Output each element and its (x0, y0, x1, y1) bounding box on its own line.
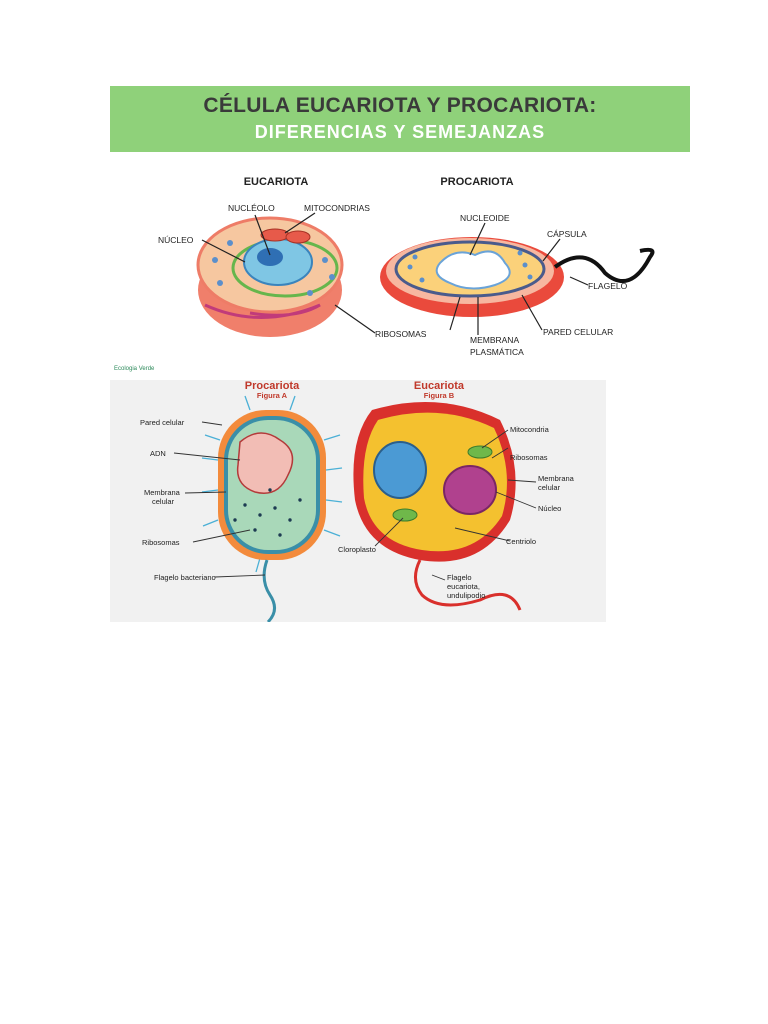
logo-line-1: Ecologia (114, 366, 138, 372)
prokaryote-ribosome-dots (407, 250, 533, 283)
figure-a-label: Figura A (257, 391, 288, 400)
bottom-leader-lines (173, 421, 537, 581)
bottom-labels: Pared celular ADN Membrana celular Ribos… (140, 418, 575, 600)
prokaryote-cell-illustration (380, 237, 655, 317)
figure-b-label: Figura B (424, 391, 455, 400)
label-flagelo: FLAGELO (588, 281, 628, 291)
label-nucleo: NÚCLEO (158, 235, 194, 245)
label-membrana-a2: celular (152, 497, 175, 506)
label-membrana-b1: Membrana (538, 474, 575, 483)
cell-comparison-diagram: EUCARIOTA PROCARIOTA NUCLÉOLO MITOCONDRI… (158, 176, 655, 357)
label-cloroplasto: Cloroplasto (338, 545, 376, 554)
pili (201, 395, 343, 573)
banner-title: CÉLULA EUCARIOTA Y PROCARIOTA: (203, 94, 597, 117)
label-pared: Pared celular (140, 418, 185, 427)
label-flagelo-b3: undulipodio (447, 591, 485, 600)
mitochondrion (285, 230, 311, 244)
label-flagelo-b1: Flagelo (447, 573, 472, 582)
title-banner: CÉLULA EUCARIOTA Y PROCARIOTA: DIFERENCI… (110, 86, 690, 152)
mitochondrion (260, 228, 290, 242)
label-membrana-a1: Membrana (144, 488, 181, 497)
nucleolus (257, 248, 283, 266)
ecologia-verde-logo: Ecologia Verde (114, 366, 154, 372)
label-membrana-b2: celular (538, 483, 561, 492)
label-pared-celular: PARED CELULAR (543, 327, 613, 337)
detailed-cell-diagram: Procariota Figura A Eucariota Figura B P… (110, 380, 606, 622)
logo-line-2: Verde (138, 366, 155, 372)
label-ribosomas: RIBOSOMAS (375, 329, 427, 339)
label-nucleoide: NUCLEOIDE (460, 213, 510, 223)
label-flagelo-b2: eucariota, (447, 582, 480, 591)
eukaryote-heading: EUCARIOTA (244, 176, 309, 188)
dna-region (236, 432, 294, 494)
banner-subtitle: DIFERENCIAS Y SEMEJANZAS (254, 122, 546, 142)
flagellum (553, 247, 655, 283)
label-mitocondrias: MITOCONDRIAS (304, 203, 370, 213)
chloroplast (392, 508, 418, 522)
label-flagelo-bacteriano: Flagelo bacteriano (154, 573, 216, 582)
golgi-apparatus (204, 303, 321, 319)
nucleoid (435, 250, 511, 290)
eukaryotic-flagellum (414, 559, 522, 611)
top-labels: NUCLÉOLO MITOCONDRIAS NÚCLEO RIBOSOMAS N… (158, 203, 628, 357)
bacterial-flagellum (262, 559, 276, 622)
eukaryote-cell-illustration (196, 216, 344, 337)
label-mitocondria: Mitocondria (510, 425, 550, 434)
prokaryote-title: Procariota (245, 380, 300, 392)
label-capsula: CÁPSULA (547, 229, 587, 239)
label-ribosomas-b: Ribosomas (510, 453, 548, 462)
detailed-eukaryote-illustration (353, 402, 522, 611)
top-leader-lines (201, 212, 589, 335)
label-nucleolo: NUCLÉOLO (228, 203, 275, 213)
bottom-titles: Procariota Figura A Eucariota Figura B (245, 380, 465, 400)
vacuole (373, 441, 427, 499)
label-membrana-2: PLASMÁTICA (470, 347, 524, 357)
eukaryote-title: Eucariota (414, 380, 465, 392)
detailed-prokaryote-illustration (201, 395, 343, 622)
label-nucleo-b: Núcleo (538, 504, 561, 513)
label-ribosomas-a: Ribosomas (142, 538, 180, 547)
label-centriolo: Centriolo (506, 537, 536, 546)
label-membrana-1: MEMBRANA (470, 335, 519, 345)
eukaryote-nucleus-b (443, 465, 497, 515)
label-adn: ADN (150, 449, 166, 458)
prokaryote-heading: PROCARIOTA (440, 176, 513, 188)
mitochondrion-b (467, 445, 493, 459)
bacteria-ribosomes (233, 488, 302, 537)
eukaryote-ribosome-dots (212, 240, 335, 296)
